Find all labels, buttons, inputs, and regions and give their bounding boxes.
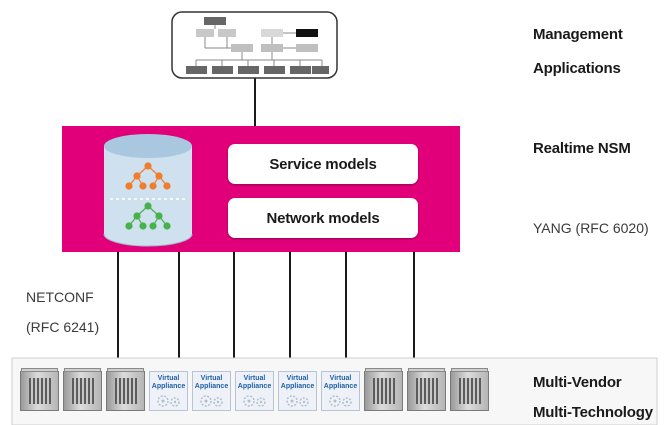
service-models-label: Service models (269, 155, 377, 173)
netconf-label: NETCONF (26, 289, 94, 305)
management-label: Management (533, 26, 623, 43)
virtual-appliance-label: Appliance (323, 383, 358, 390)
virtual-appliance-label: Virtual (157, 375, 180, 382)
virtual-appliance-label: Virtual (200, 375, 223, 382)
service-tree-icon (125, 162, 171, 190)
management-app-window (171, 11, 338, 79)
applications-label: Applications (533, 60, 621, 77)
rfc-6241-label: (RFC 6241) (26, 319, 100, 335)
gears-icon (285, 395, 309, 407)
physical-device-icon (20, 368, 59, 411)
virtual-appliance-label: Virtual (243, 375, 266, 382)
network-tree-icon (125, 202, 171, 230)
virtual-appliance-label: Appliance (280, 383, 315, 390)
gears-icon (328, 395, 352, 407)
multi-technology-label: Multi-Technology (533, 404, 653, 421)
physical-device-icon (106, 368, 145, 411)
virtual-appliance-label: Appliance (237, 383, 272, 390)
physical-device-icon (364, 368, 403, 411)
physical-device-icon (63, 368, 102, 411)
virtual-appliance-label: Virtual (286, 375, 309, 382)
service-models-box: Service models (228, 144, 418, 184)
database-cylinder (103, 134, 193, 247)
physical-device-icon (407, 368, 446, 411)
gears-icon (199, 395, 223, 407)
gears-icon (242, 395, 266, 407)
virtual-appliance-label: Appliance (194, 383, 229, 390)
multi-vendor-label: Multi-Vendor (533, 374, 622, 391)
physical-device-icon (450, 368, 489, 411)
virtual-appliance-label: Appliance (151, 383, 186, 390)
network-models-label: Network models (266, 209, 380, 227)
virtual-appliance-label: Virtual (329, 375, 352, 382)
yang-label: YANG (RFC 6020) (533, 220, 649, 236)
gears-icon (156, 395, 180, 407)
network-models-box: Network models (228, 198, 418, 238)
realtime-nsm-label: Realtime NSM (533, 140, 631, 157)
netconf-connector-lines (117, 252, 415, 360)
